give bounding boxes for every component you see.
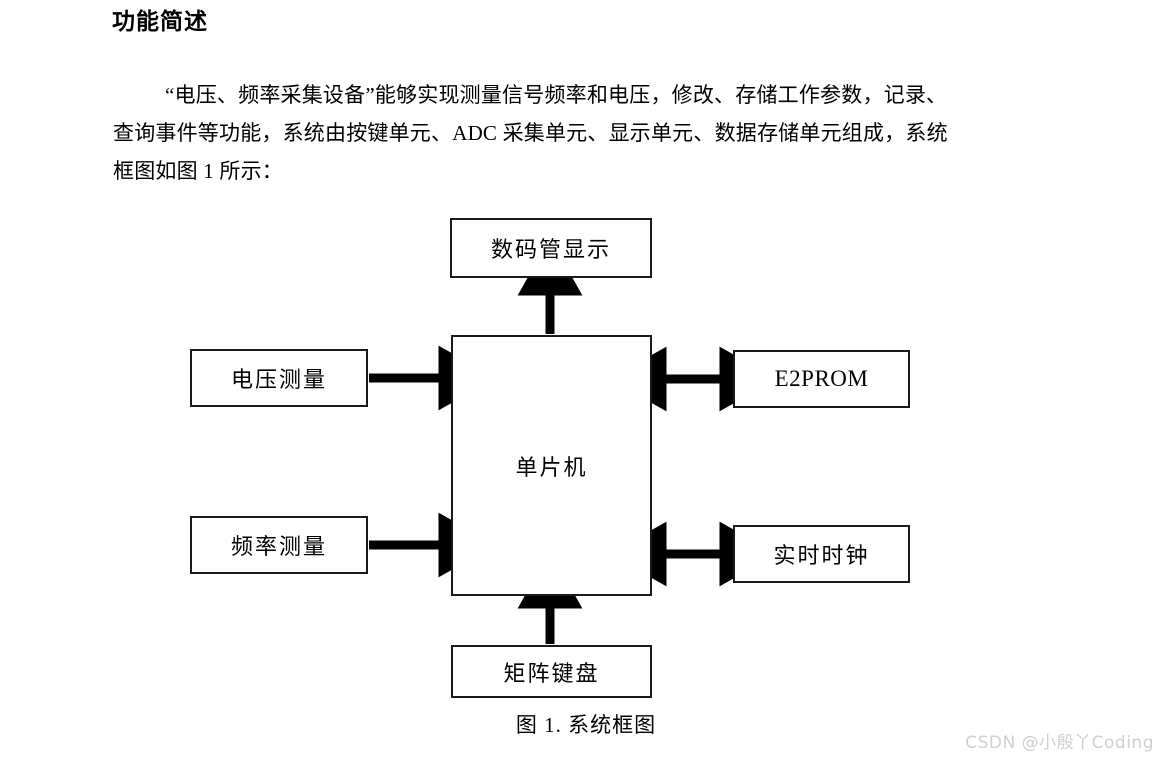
figure-caption: 图 1. 系统框图 — [515, 713, 657, 737]
diagram-node-mcu[interactable]: 单片机 — [451, 335, 652, 596]
diagram-node-voltage-measurement[interactable]: 电压测量 — [190, 349, 368, 407]
diagram-node-frequency-measurement[interactable]: 频率测量 — [190, 516, 368, 574]
diagram-node-realtime-clock[interactable]: 实时时钟 — [733, 525, 910, 583]
paragraph-line-1: “电压、频率采集设备”能够实现测量信号频率和电压，修改、存储工作参数，记录、 — [165, 83, 948, 107]
body-paragraph: “电压、频率采集设备”能够实现测量信号频率和电压，修改、存储工作参数，记录、 查… — [113, 76, 1013, 190]
paragraph-line-3: 框图如图 1 所示： — [113, 159, 283, 183]
diagram-node-display[interactable]: 数码管显示 — [450, 218, 652, 278]
paragraph-line-2: 查询事件等功能，系统由按键单元、ADC 采集单元、显示单元、数据存储单元组成，系… — [113, 121, 948, 145]
page-title: 功能简述 — [112, 8, 208, 34]
diagram-node-eeprom[interactable]: E2PROM — [733, 350, 910, 408]
csdn-watermark: CSDN @小殷丫Coding — [965, 733, 1154, 753]
diagram-node-matrix-keypad[interactable]: 矩阵键盘 — [451, 645, 652, 698]
